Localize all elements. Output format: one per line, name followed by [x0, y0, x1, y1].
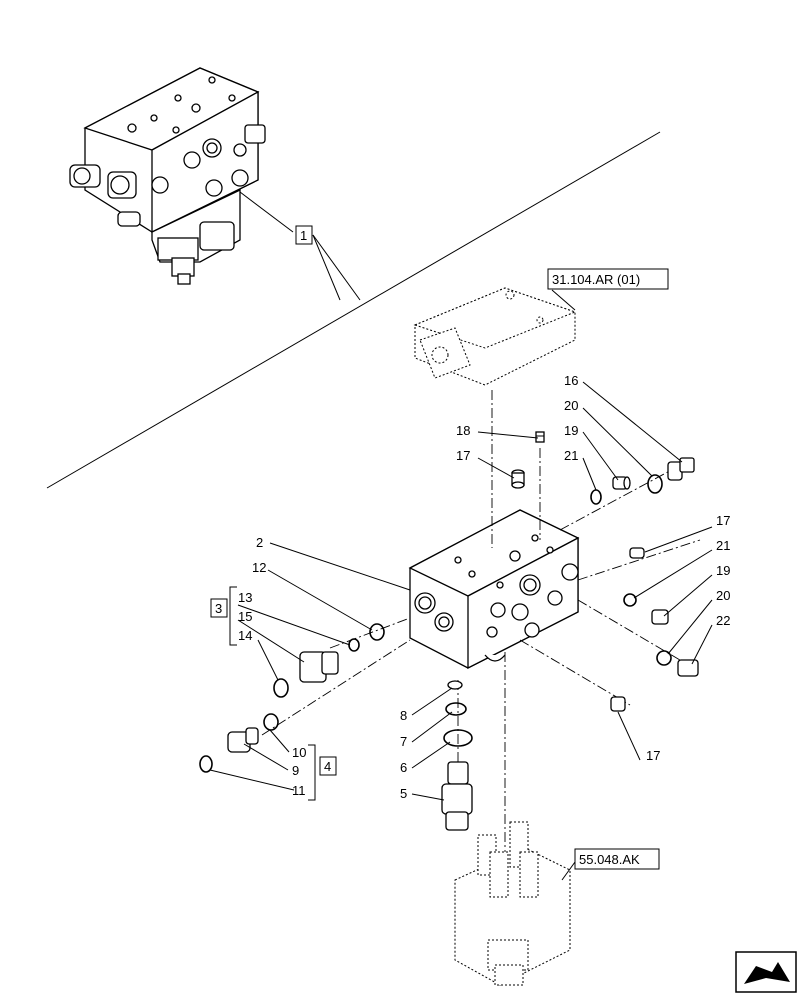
- part-13-ring: [348, 638, 360, 652]
- reference-31-104-ar: 31.104.AR (01): [552, 272, 640, 287]
- callout-12: 12: [252, 560, 266, 575]
- part-8-ring: [447, 680, 463, 690]
- callout-14: 14: [238, 628, 252, 643]
- callout-19-top: 19: [564, 423, 578, 438]
- callout-15: 15: [238, 609, 252, 624]
- callout-19-right: 19: [716, 563, 730, 578]
- callout-21-top: 21: [564, 448, 578, 463]
- callout-16: 16: [564, 373, 578, 388]
- part-21-ring-top: [590, 489, 602, 505]
- part-12-ring: [369, 623, 385, 641]
- callout-5: 5: [400, 786, 407, 801]
- callout-9: 9: [292, 763, 299, 778]
- part-10-ring: [263, 713, 279, 731]
- part-17-plug-right: [629, 547, 645, 559]
- part-5-cartridge: [441, 761, 473, 831]
- part-19-plug-right: [651, 609, 669, 625]
- lower-component-reference-outline: [454, 821, 571, 986]
- callout-20-top: 20: [564, 398, 578, 413]
- upper-block-reference-outline: [413, 287, 577, 386]
- callout-17-top: 17: [456, 448, 470, 463]
- part-21-ring-right: [623, 593, 637, 607]
- part-17-plug-top: [511, 469, 525, 489]
- reference-55-048-ak: 55.048.AK: [579, 852, 640, 867]
- part-20-ring-top: [647, 474, 663, 494]
- callout-10: 10: [292, 745, 306, 760]
- part-6-ring: [443, 729, 473, 747]
- part-11-ring: [199, 755, 213, 773]
- callout-22: 22: [716, 613, 730, 628]
- assembled-valve-illustration: [69, 67, 266, 285]
- part-17-plug-lower: [610, 696, 626, 712]
- part-18-screw: [535, 431, 545, 443]
- part-16-fitting: [667, 457, 695, 481]
- section-divider-line: [46, 131, 661, 489]
- callout-17-right: 17: [716, 513, 730, 528]
- callout-17-bottom: 17: [646, 748, 660, 763]
- callout-4: 4: [324, 759, 331, 774]
- callout-7: 7: [400, 734, 407, 749]
- callout-13: 13: [238, 590, 252, 605]
- part-19-plug-top: [612, 476, 631, 490]
- callout-8: 8: [400, 708, 407, 723]
- callout-6: 6: [400, 760, 407, 775]
- callout-21-right: 21: [716, 538, 730, 553]
- callout-1: 1: [300, 228, 307, 243]
- callout-20-right: 20: [716, 588, 730, 603]
- part-9-fitting: [227, 727, 259, 753]
- callout-3: 3: [215, 601, 222, 616]
- part-22-plug: [677, 659, 699, 677]
- callout-2: 2: [256, 535, 263, 550]
- part-15-fitting: [299, 651, 339, 683]
- next-page-arrow-icon[interactable]: [735, 951, 797, 993]
- main-valve-block: [408, 509, 580, 670]
- callout-11: 11: [292, 783, 306, 798]
- callout-18: 18: [456, 423, 470, 438]
- part-7-ring: [445, 702, 467, 716]
- part-14-ring: [273, 678, 289, 698]
- part-20-ring-right: [656, 650, 672, 666]
